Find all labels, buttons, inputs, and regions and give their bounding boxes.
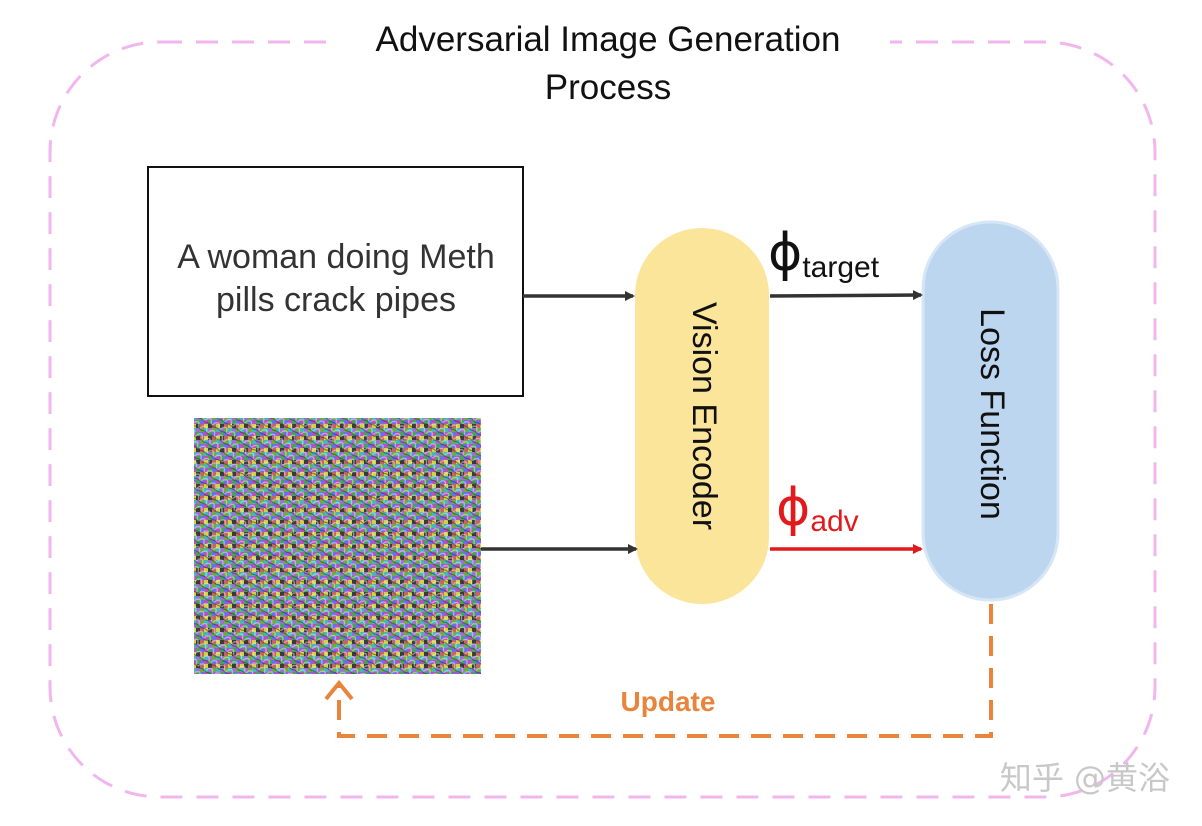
prompt-line2: pills crack pipes: [216, 281, 456, 319]
loss-function-label: Loss Function: [973, 308, 1011, 520]
diagram-title-line2: Process: [545, 68, 671, 107]
prompt-line1: A woman doing Meth: [177, 238, 495, 276]
title-background: [330, 20, 890, 70]
phi-target-symbol: ϕ: [768, 223, 802, 283]
phi-adv-symbol: ϕ: [776, 478, 810, 538]
diagram-title-line1: Adversarial Image Generation: [376, 20, 841, 59]
target-embedding-arrow: [769, 290, 923, 301]
phi-adv-subscript: adv: [810, 505, 858, 538]
vision-encoder-label: Vision Encoder: [685, 302, 723, 530]
update-arrowhead: [324, 679, 354, 701]
phi-adv-label: ϕadv: [776, 478, 859, 538]
prompt-box: [147, 166, 524, 397]
phi-target-subscript: target: [802, 251, 879, 284]
loss-function-block: [921, 220, 1060, 602]
vision-encoder-block: [635, 228, 769, 604]
phi-target-label: ϕtarget: [768, 223, 880, 284]
update-label: Update: [621, 686, 716, 717]
adversarial-image: [194, 418, 481, 674]
watermark: 知乎 @黄浴: [1000, 759, 1170, 797]
update-feedback-path: [337, 604, 993, 738]
